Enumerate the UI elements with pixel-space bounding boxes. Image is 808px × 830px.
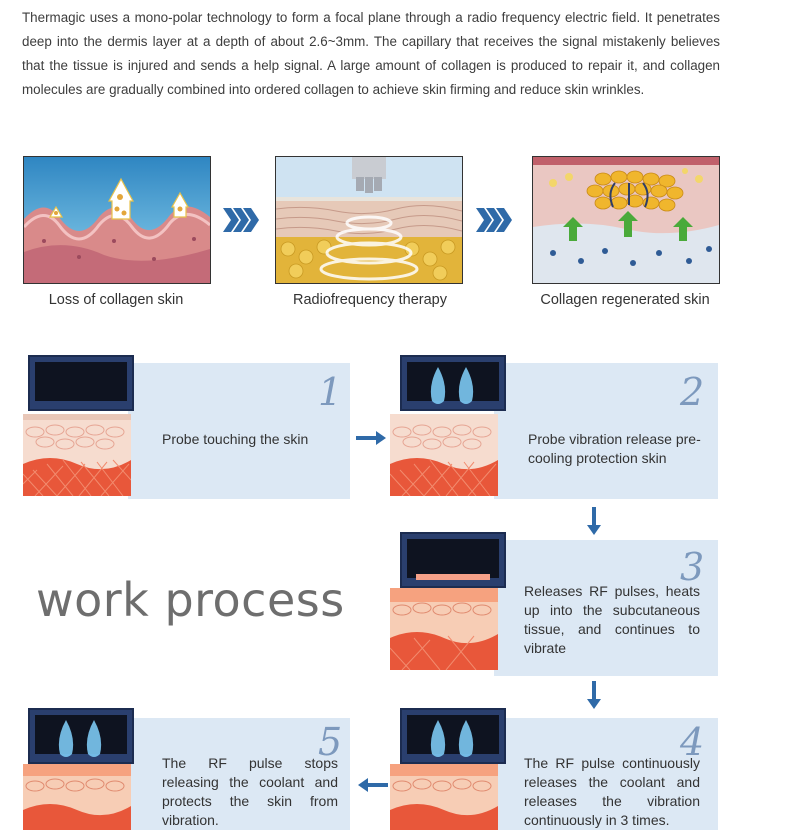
probe-device-icon <box>400 355 506 411</box>
step-1-text: Probe touching the skin <box>162 431 309 447</box>
skin-layer-image <box>390 588 498 670</box>
work-process-title: work process <box>36 573 345 627</box>
step-2-text: Probe vibration release pre-cooling prot… <box>528 431 701 466</box>
caption-radiofrequency-therapy: Radiofrequency therapy <box>293 292 447 308</box>
caption-collagen-regenerated: Collagen regenerated skin <box>540 292 710 308</box>
skin-layer-image <box>390 764 498 830</box>
skin-layer-image <box>23 414 131 496</box>
step-3-number: 3 <box>680 545 705 589</box>
step-1-number: 1 <box>318 370 343 414</box>
step-2-number: 2 <box>680 370 705 414</box>
step-4-panel <box>494 718 718 830</box>
chevron-right-icon <box>223 208 259 232</box>
intro-paragraph: Thermagic uses a mono-polar technology t… <box>22 10 720 97</box>
arrow-right-icon <box>356 431 386 445</box>
caption-loss-of-collagen: Loss of collagen skin <box>48 292 184 308</box>
skin-layer-image <box>390 414 498 496</box>
collagen-regenerated-illustration <box>532 156 720 284</box>
step-4-number: 4 <box>680 720 705 764</box>
probe-device-icon <box>28 708 134 764</box>
step-5-text: The RF pulse stops releasing the coolant… <box>162 755 338 828</box>
probe-device-icon <box>28 355 134 411</box>
probe-device-icon <box>400 532 506 588</box>
step-1-panel <box>128 363 350 499</box>
step-3-text: Releases RF pulses, heats up into the su… <box>524 583 700 656</box>
arrow-left-icon <box>358 778 388 792</box>
step-3-panel <box>494 540 718 676</box>
step-4-text: The RF pulse continuously releases the c… <box>524 755 700 828</box>
radiofrequency-therapy-illustration <box>275 156 463 284</box>
loss-of-collagen-illustration <box>23 156 211 284</box>
chevron-right-icon <box>476 208 512 232</box>
step-5-number: 5 <box>318 720 343 764</box>
skin-layer-image <box>23 764 131 830</box>
probe-device-icon <box>400 708 506 764</box>
arrow-down-icon <box>587 507 601 535</box>
arrow-down-icon <box>587 681 601 709</box>
step-2-panel <box>494 363 718 499</box>
step-5-panel <box>128 718 350 830</box>
